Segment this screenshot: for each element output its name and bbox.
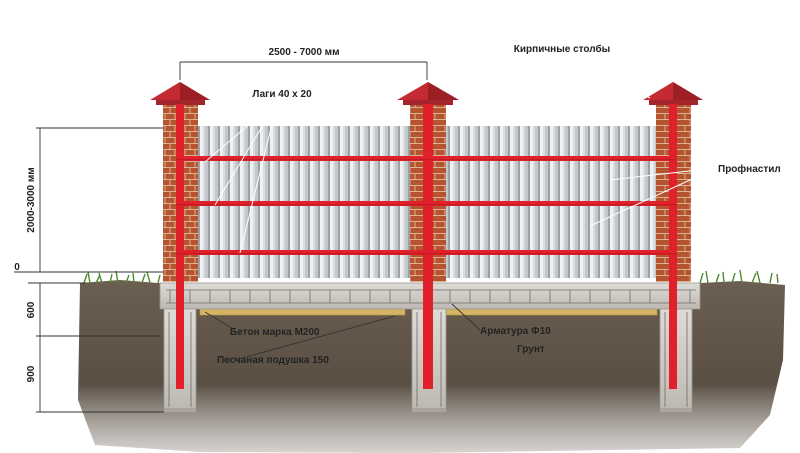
roof-cap-icon (643, 82, 703, 105)
roof-cap-icon (397, 82, 459, 105)
depth-top-label: 600 (26, 301, 37, 318)
span-label: 2500 - 7000 мм (269, 47, 340, 58)
sand-bed (199, 308, 406, 316)
soil-label: Грунт (517, 344, 545, 355)
concrete-label: Бетон марка М200 (230, 327, 320, 338)
rails-label: Лаги 40 х 20 (252, 89, 312, 100)
roof-cap-icon (150, 82, 210, 105)
steel-pillars (176, 104, 677, 389)
sand-bed (444, 308, 658, 316)
pile-bases (164, 408, 692, 412)
dimension-lines (14, 61, 428, 413)
height-label: 2000-3000 мм (26, 167, 37, 232)
horizontal-rails (176, 156, 676, 255)
rebar-label: Арматура Ф10 (480, 326, 551, 337)
zero-label: 0 (14, 262, 20, 273)
profiled-sheet-label: Профнастил (718, 163, 781, 175)
sand-bed-label: Песчаная подушка 150 (217, 355, 329, 366)
leader-lines-dark (204, 303, 481, 361)
leader-lines (204, 54, 717, 254)
depth-bottom-label: 900 (26, 365, 37, 382)
brick-posts-label: Кирпичные столбы (514, 43, 610, 55)
